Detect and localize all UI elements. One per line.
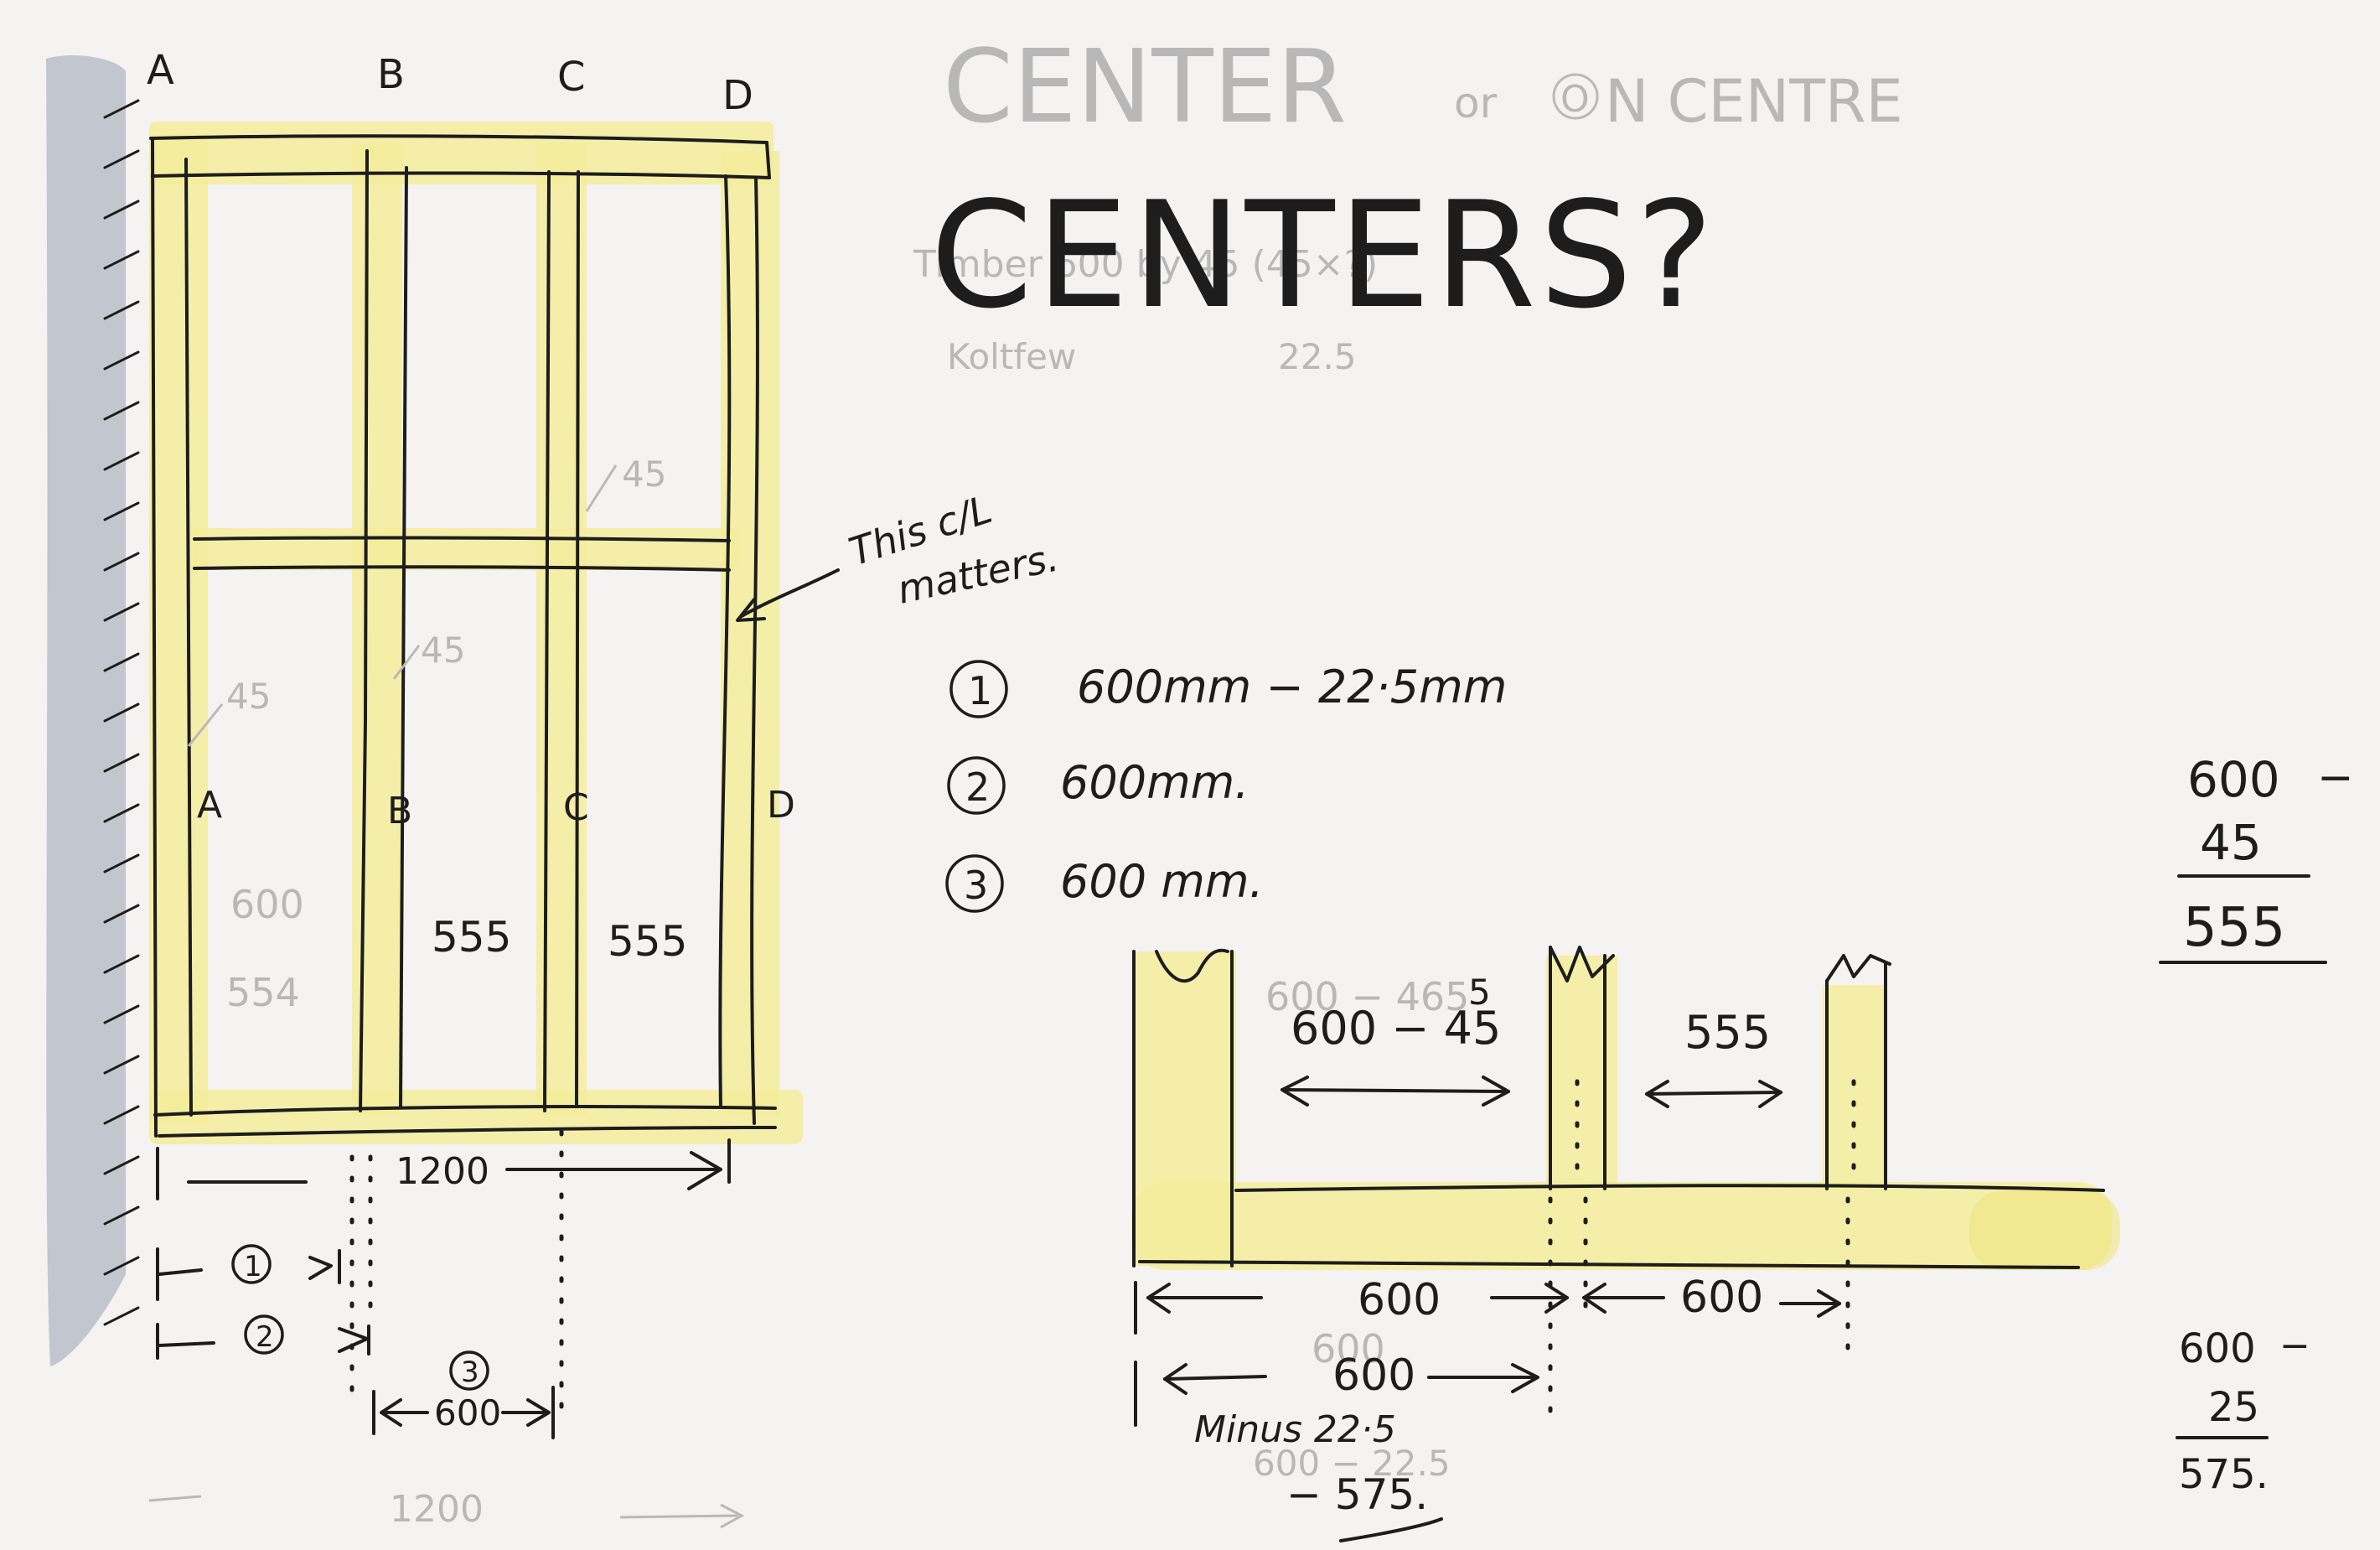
top-letter-a: A (147, 47, 174, 94)
option-3-num: 3 (964, 863, 988, 908)
mid-letter-a: A (197, 784, 222, 827)
detail-drawing (1132, 946, 2105, 1428)
sum-bottom-minus: − (2279, 1324, 2310, 1367)
marker-1: 1 (244, 1250, 262, 1283)
minus-result: − 575. (1286, 1470, 1428, 1519)
title: CENTERS? (930, 171, 1717, 341)
option-1-circle (949, 660, 1008, 718)
dim-a: 600 (1358, 1275, 1441, 1325)
option-3-text: 600 mm. (1060, 855, 1264, 908)
faded-stud-notes: 45 45 45 (187, 454, 666, 747)
mid-letter-b: B (387, 790, 412, 832)
frame-dimensions: 1200 1 2 3 600 1200 (148, 1129, 745, 1531)
option-2-num: 2 (965, 765, 990, 810)
faded-center: CENTER (943, 29, 1347, 146)
faded-on-centre: N CENTRE (1605, 67, 1903, 136)
faded-span: 600 − 465 (1265, 974, 1469, 1019)
dim-b: 600 (1680, 1273, 1763, 1323)
faded-bay-554: 554 (226, 970, 300, 1015)
wall (46, 54, 140, 1366)
marker-2: 2 (256, 1320, 274, 1354)
sum-bottom-result: 575. (2179, 1451, 2269, 1498)
faded-header: CENTER or O N CENTRE Timber 600 by 45 (4… (913, 29, 1903, 377)
faded-45-c: 45 (622, 454, 666, 495)
mid-letter-d: D (767, 784, 795, 827)
faded-dim: 600 (1312, 1326, 1385, 1371)
option-2-circle (947, 756, 1006, 815)
faded-1200: 1200 (390, 1488, 484, 1531)
faded-45-b: 45 (421, 630, 465, 671)
sum-top-a: 600 (2187, 751, 2280, 808)
callout: This c/L matters. (736, 486, 1063, 622)
frame-letters: A B C D A B C D (147, 47, 795, 832)
faded-other-note: Koltfew (947, 336, 1076, 377)
sum-bottom: 600 − 25 575. (2176, 1324, 2310, 1498)
span-label: 600 − 45 (1291, 1002, 1501, 1055)
option-3-circle (945, 854, 1004, 913)
faded-or: or (1454, 79, 1498, 127)
sum-bottom-a: 600 (2179, 1325, 2256, 1372)
sum-top: 600 − 45 555 (2159, 751, 2354, 964)
minus-dim: 600 (1332, 1350, 1415, 1401)
span-label-super: 5 (1468, 972, 1491, 1013)
clear-label: 555 (1684, 1006, 1771, 1059)
top-letter-c: C (557, 54, 586, 101)
faded-bay-600: 600 (230, 882, 304, 927)
top-letter-b: B (377, 51, 405, 98)
option3-dim: 600 (434, 1392, 501, 1433)
sum-bottom-b: 25 (2208, 1384, 2259, 1431)
faded-minus: 600 − 22.5 (1253, 1443, 1451, 1484)
sum-top-minus: − (2317, 753, 2354, 803)
dim-1200: 1200 (396, 1150, 489, 1193)
sum-top-result: 555 (2183, 897, 2285, 959)
faded-on-o: O (1560, 78, 1590, 121)
faded-timber-note: Timber 600 by 45 (45×?) (913, 243, 1378, 286)
mid-letter-c: C (563, 786, 589, 829)
option-2-text: 600mm. (1060, 756, 1249, 809)
faded-45-a: 45 (226, 676, 271, 717)
bay-label-2: 555 (608, 917, 687, 966)
minus-text: Minus 22·5 (1194, 1408, 1396, 1451)
bay-label-1: 555 (432, 913, 511, 962)
sum-top-b: 45 (2200, 814, 2262, 871)
top-letter-d: D (722, 72, 753, 119)
marker-3: 3 (461, 1356, 479, 1389)
stud-frame (149, 134, 777, 1138)
option-1-num: 1 (968, 668, 992, 713)
faded-half: 22.5 (1278, 336, 1357, 377)
detail-labels: 600 − 465 600 − 45 5 555 600 600 600 600… (1134, 972, 1841, 1542)
options-list: 1 600mm − 22·5mm 2 600mm. 3 600 mm. (945, 660, 1507, 913)
option-1-text: 600mm − 22·5mm (1077, 661, 1507, 713)
